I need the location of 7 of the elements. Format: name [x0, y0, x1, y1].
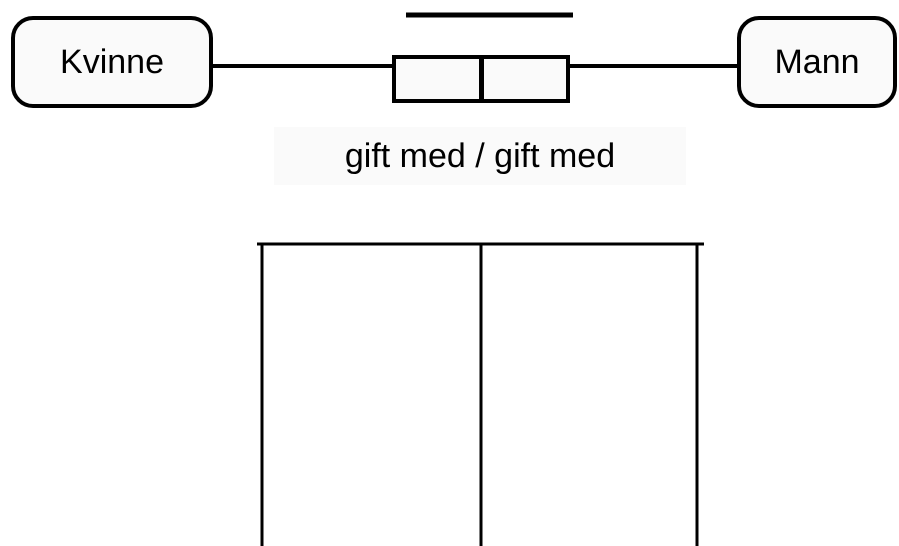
connector-line — [213, 64, 392, 68]
role-box — [480, 55, 570, 103]
fact-type-reading: gift med / gift med — [274, 127, 686, 185]
connector-line — [570, 64, 737, 68]
entity-box: Mann — [737, 16, 897, 108]
entity-box: Kvinne — [11, 16, 213, 108]
role-box — [392, 55, 483, 103]
